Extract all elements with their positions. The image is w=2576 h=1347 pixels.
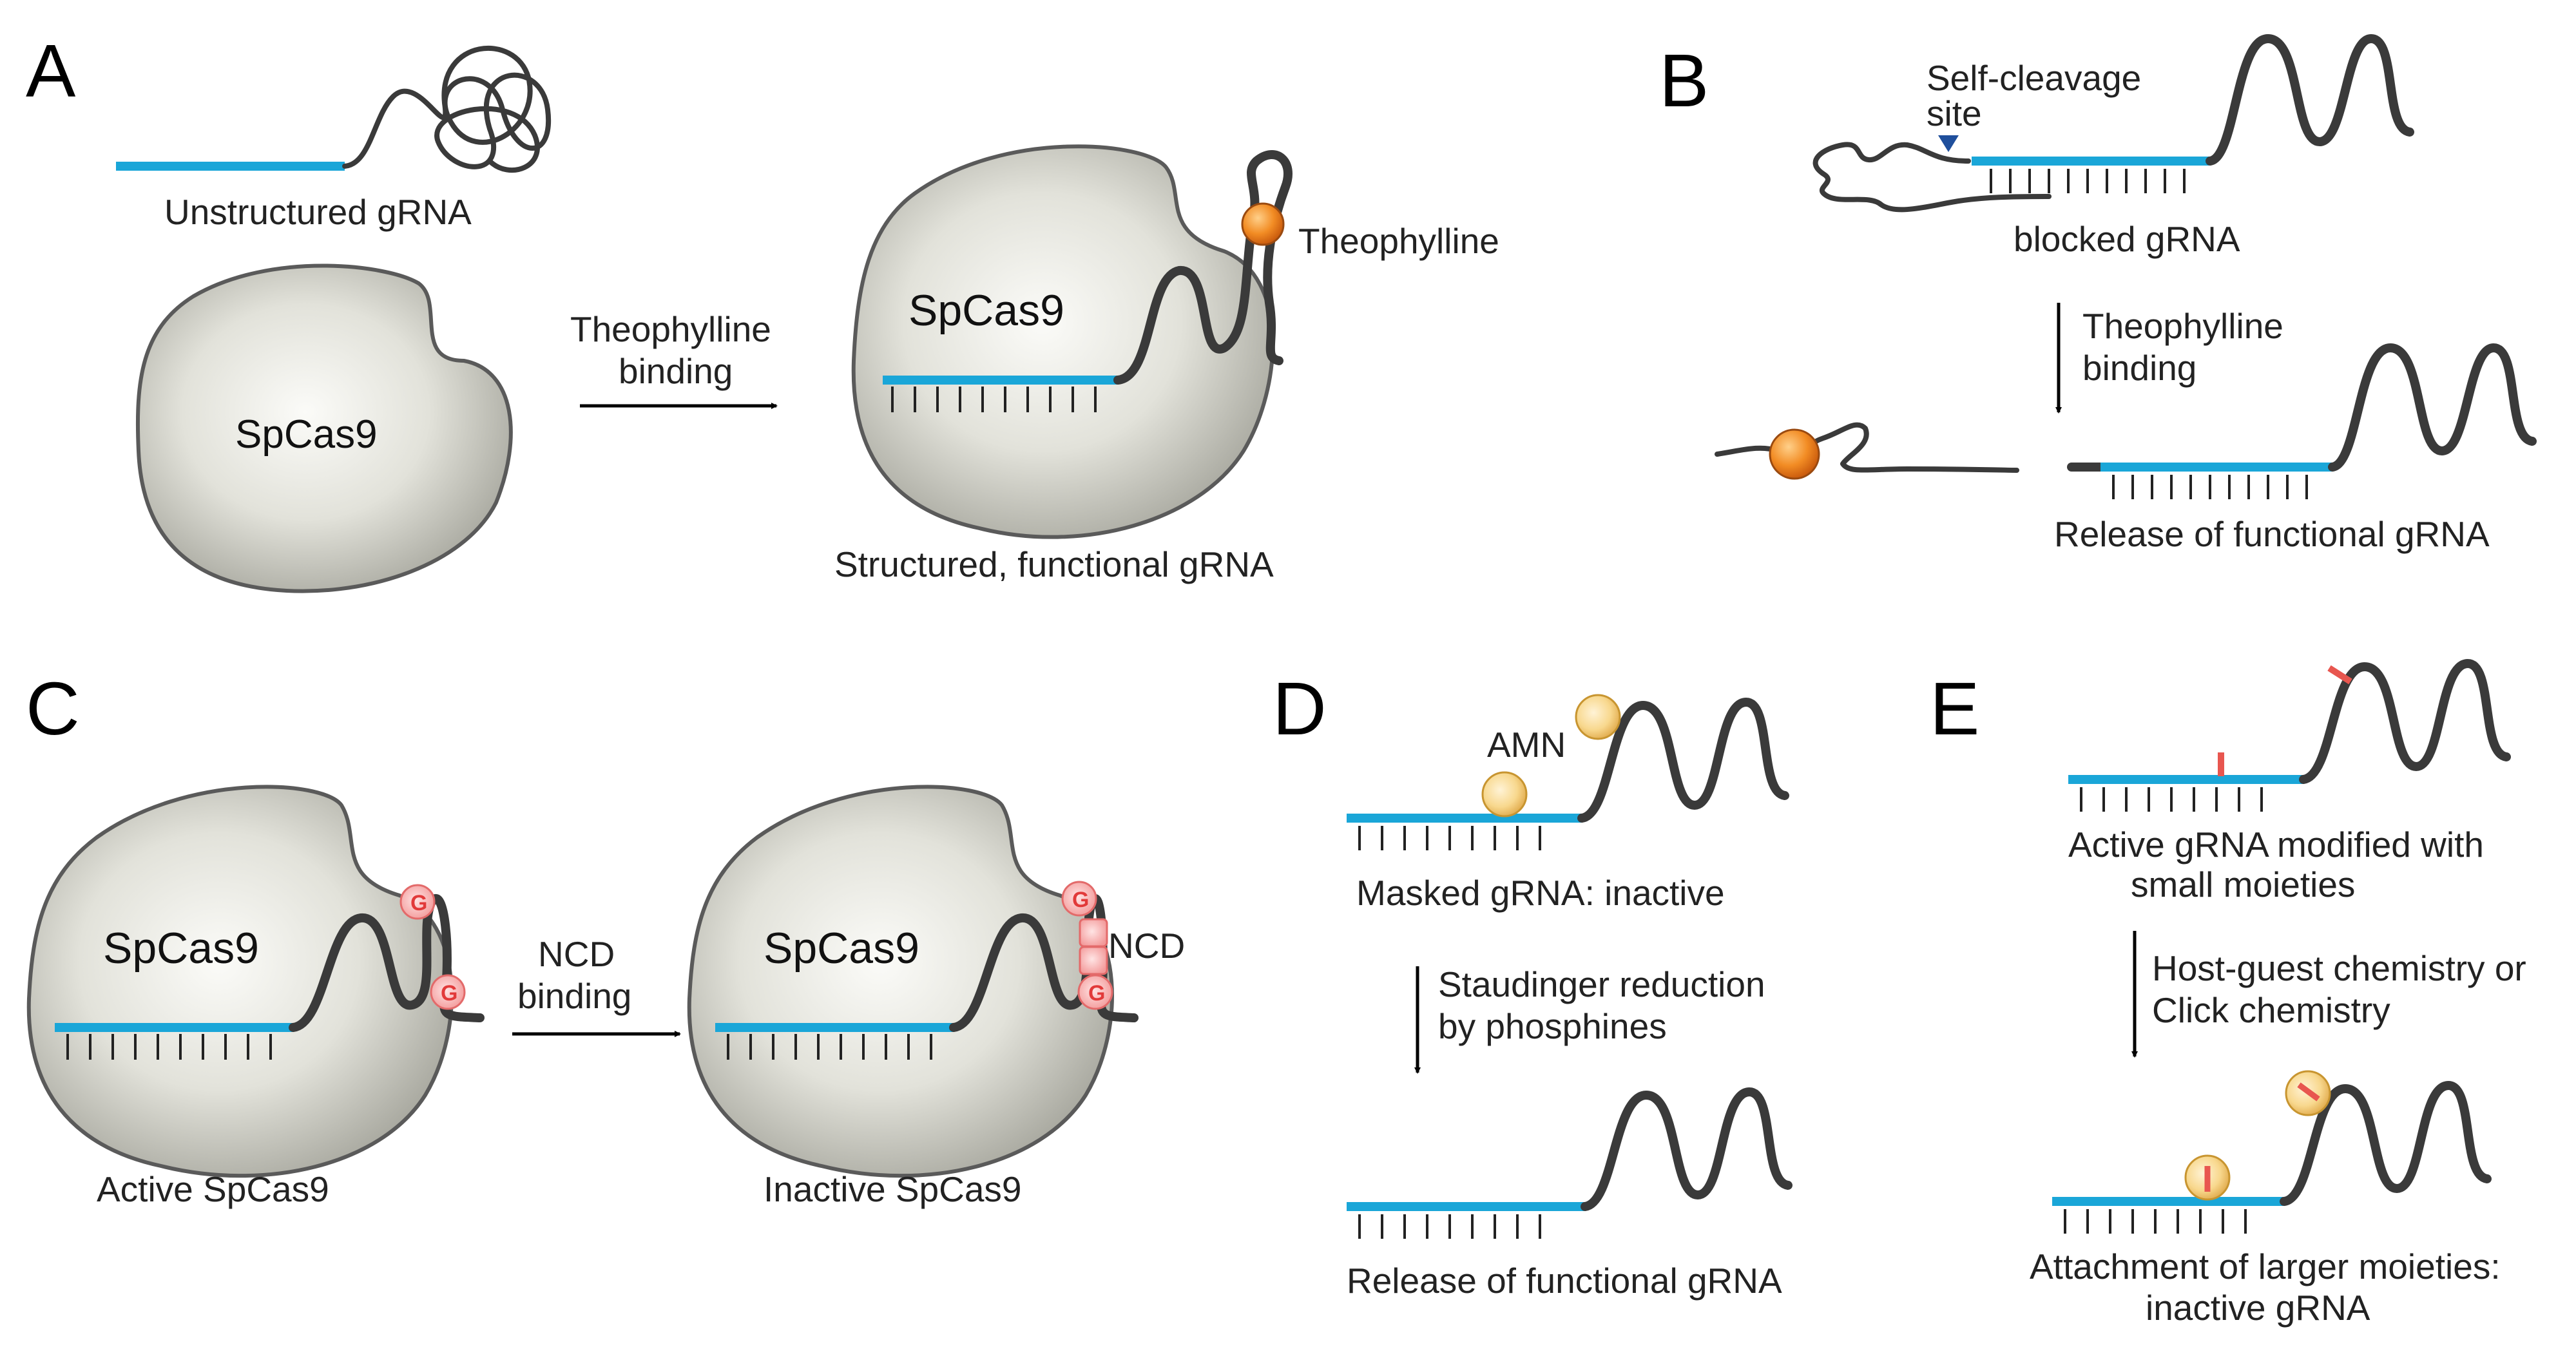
released-scaffold [2328,343,2537,472]
blocked-ticks [1990,169,2186,193]
spcas9-bound [851,144,1275,539]
attached-ticks [2064,1209,2247,1234]
arrow-e-line1: Host-guest chemistry or [2152,948,2526,988]
panel-a-letter: A [26,29,76,113]
active-spcas9-caption: Active SpCas9 [97,1169,329,1209]
active-modified-line1: Active gRNA modified with [2068,825,2484,865]
ncd-bound-complex: G G [1061,881,1113,1010]
unstructured-grna-label: Unstructured gRNA [164,192,472,232]
inactive-spcas9-caption: Inactive SpCas9 [764,1169,1022,1209]
panel-c: C SpCas9 G G Active SpCas9 NCD binding [26,667,1185,1209]
g-base-top-label: G [410,891,427,915]
arrow-a-line2: binding [619,351,733,391]
blocked-scaffold [2206,34,2414,166]
unstructured-grna [116,45,552,173]
arrow-c-line2: binding [517,976,631,1016]
spcas9-inactive [687,785,1114,1178]
release-grna-label-b: Release of functional gRNA [2054,514,2490,554]
spcas9-inactive-label: SpCas9 [764,924,919,973]
panel-c-letter: C [26,667,80,750]
spcas9-free-label: SpCas9 [235,412,378,457]
spcas9-bound-label: SpCas9 [908,286,1064,335]
cleaved-ribozyme [1715,422,2019,473]
panel-e-letter: E [1930,667,1979,750]
theophylline-ligand [1769,428,1820,480]
modified-scaffold [2299,659,2511,784]
cleavage-site-line1: Self-cleavage [1927,58,2141,98]
panel-d: D AMN Masked gRNA: inactive Staudinger r… [1273,667,1793,1301]
inactive-ticks [727,1034,932,1060]
g-base-bottom-label: G [441,981,457,1006]
tangled-scaffold [342,45,552,173]
ribozyme-hairpin [1812,142,2052,213]
g-base-top [1061,881,1097,917]
panel-d-letter: D [1273,667,1327,750]
ncd-molecule-upper [1079,918,1108,948]
g-base-top-label: G [1072,888,1089,912]
active-modified-line2: small moieties [2131,865,2355,904]
released-d-ticks [1358,1214,1541,1239]
spcas9-active-label: SpCas9 [103,924,259,973]
attach-line2: inactive gRNA [2146,1288,2370,1328]
panel-e: E Active gRNA modified with small moieti… [1930,659,2526,1328]
arrow-b-line2: binding [2082,348,2196,388]
masked-grna-caption: Masked gRNA: inactive [1356,873,1725,913]
small-moiety-scaffold [2297,1082,2320,1102]
blocked-grna-label: blocked gRNA [2014,219,2240,259]
masked-scaffold [1577,698,1789,823]
g-base-top [399,884,436,920]
amn-label: AMN [1487,725,1566,765]
amn-group-scaffold [1575,694,1621,740]
released-ticks [2112,475,2308,499]
cleavage-site-marker [1938,135,1959,152]
protospacer-ticks [891,387,1097,412]
arrow-e-line2: Click chemistry [2152,990,2390,1030]
theophylline-ligand [1241,202,1285,246]
arrow-d-line2: by phosphines [1438,1006,1667,1046]
arrow-b-line1: Theophylline [2082,306,2283,346]
theophylline-label: Theophylline [1298,221,1499,261]
arrow-d-line1: Staudinger reduction [1438,964,1765,1004]
small-moiety-scaffold [2327,665,2352,685]
modified-ticks [2080,787,2263,812]
active-ticks [66,1034,272,1060]
attached-scaffold [2280,1081,2492,1206]
ncd-label: NCD [1108,926,1185,966]
cleavage-site-line2: site [1927,93,1982,133]
g-base-bottom-label: G [1088,981,1105,1006]
spcas9-free [135,263,513,593]
panel-b-letter: B [1659,39,1709,122]
amn-group-spacer [1481,771,1528,817]
attach-line1: Attachment of larger moieties: [2030,1247,2501,1286]
structured-grna-caption: Structured, functional gRNA [834,544,1274,584]
panel-b: B Self-cleavage site blocked gRNA Theoph… [1659,34,2537,554]
ncd-molecule-lower [1079,946,1108,975]
panel-a: A Unstructured gRNA SpCas9 Theophylline … [26,29,1499,593]
release-grna-label-d: Release of functional gRNA [1347,1261,1782,1301]
spcas9-active [26,785,454,1178]
g-base-bottom [430,974,466,1010]
arrow-c-line1: NCD [538,934,615,974]
g-base-bottom [1077,974,1113,1010]
arrow-a-line1: Theophylline [570,309,771,349]
released-d-scaffold [1581,1087,1793,1211]
masked-ticks [1358,826,1541,850]
